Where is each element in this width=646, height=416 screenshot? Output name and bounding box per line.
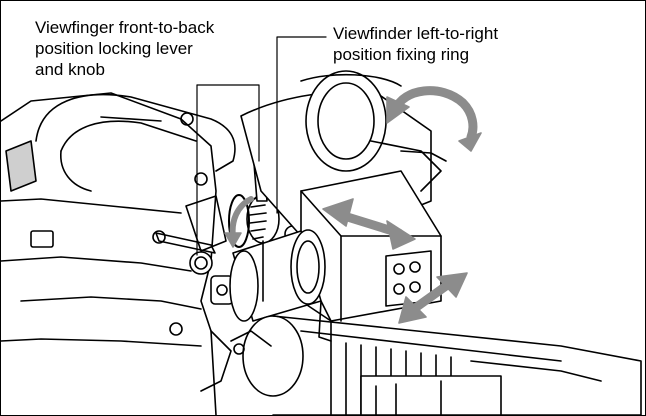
callout-line: Viewfinger front-to-back: [35, 18, 215, 37]
ring-rotation-arrow-icon: [224, 196, 254, 248]
leader-lines: [196, 36, 327, 256]
carry-handle: [35, 93, 236, 192]
double-arrow-horizontal-icon: [322, 198, 416, 250]
callout-fixing-ring: Viewfinder left-to-right position fixing…: [333, 23, 498, 65]
rotation-arrow-icon: [386, 86, 482, 152]
camera-body: [1, 92, 217, 415]
eyepiece-tube: [229, 229, 326, 322]
callout-line: Viewfinder left-to-right: [333, 24, 499, 43]
lens-assembly: [200, 315, 642, 415]
callout-line: position fixing ring: [333, 45, 470, 64]
callout-line: position locking lever: [35, 39, 193, 58]
callout-locking-lever: Viewfinger front-to-back position lockin…: [35, 17, 214, 80]
callout-line: and knob: [35, 60, 105, 79]
double-arrow-diagonal-icon: [398, 272, 468, 324]
